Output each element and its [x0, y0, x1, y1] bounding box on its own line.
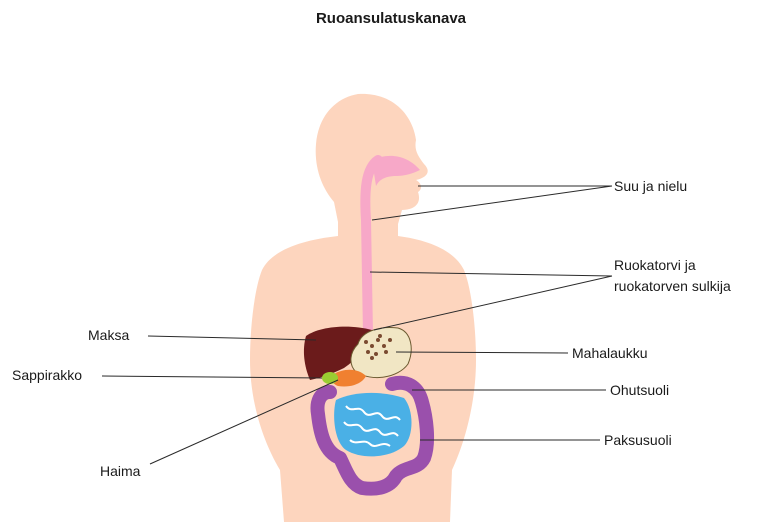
- label-mouth-pharynx: Suu ja nielu: [614, 176, 687, 197]
- label-small-intestine: Ohutsuoli: [610, 380, 669, 401]
- label-esophagus-line1: Ruokatorvi ja: [614, 255, 696, 276]
- label-gallbladder: Sappirakko: [12, 365, 82, 386]
- label-stomach: Mahalaukku: [572, 343, 648, 364]
- label-pancreas: Haima: [100, 461, 140, 482]
- label-esophagus-line2: ruokatorven sulkija: [614, 276, 731, 297]
- label-large-intestine: Paksusuoli: [604, 430, 672, 451]
- label-liver: Maksa: [88, 325, 129, 346]
- gallbladder: [322, 372, 338, 384]
